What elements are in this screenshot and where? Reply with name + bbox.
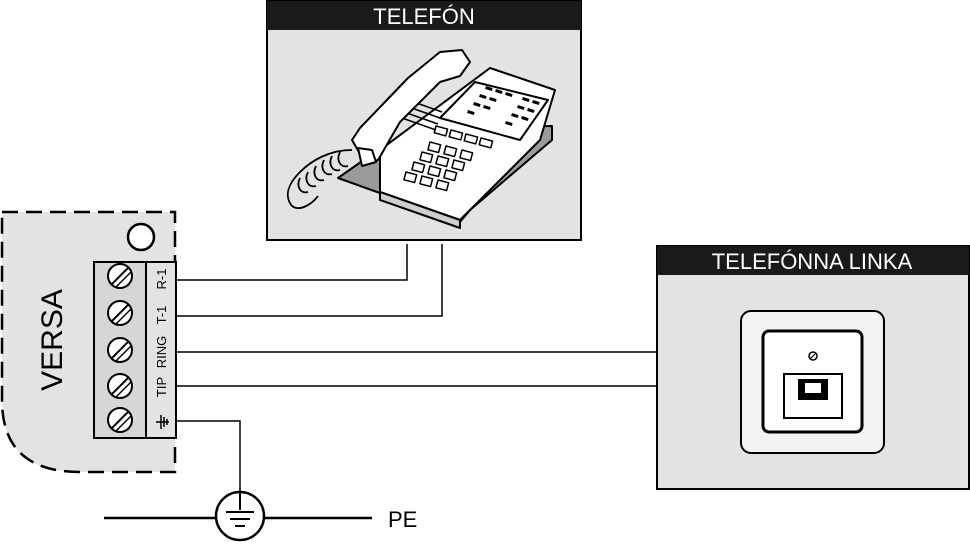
telephone-icon <box>286 49 556 229</box>
versa-label: VERSA <box>36 289 69 391</box>
wire-t1 <box>176 244 443 317</box>
wires <box>176 244 657 492</box>
terminal-label-r1: R-1 <box>154 269 169 290</box>
earth-label: PE <box>388 507 417 532</box>
terminal-label-ring: RING <box>154 336 169 369</box>
telephone-box: TELEFÓN <box>266 0 582 241</box>
terminal-label-t1: T-1 <box>154 306 169 325</box>
wire-ground <box>176 420 241 492</box>
earth-symbol: PE <box>104 490 417 542</box>
terminal-screw <box>107 263 133 289</box>
phone-line-title: TELEFÓNNA LINKA <box>712 249 913 274</box>
terminal-label-tip: TIP <box>154 377 169 397</box>
terminal-screw <box>107 337 133 363</box>
phone-line-box: TELEFÓNNA LINKA <box>656 245 970 490</box>
terminal-screw <box>107 373 133 399</box>
telephone-title: TELEFÓN <box>373 4 474 29</box>
mount-hole <box>126 222 156 252</box>
telephone-header <box>267 1 581 30</box>
versa-panel: VERSA R-1 T-1 R <box>0 210 177 474</box>
wall-socket-icon <box>740 310 885 454</box>
wire-r1 <box>176 244 408 281</box>
phone-line-header <box>657 246 969 275</box>
ground-terminal-icon <box>156 415 169 429</box>
terminal-screw <box>107 300 133 326</box>
terminal-screw <box>107 407 133 433</box>
